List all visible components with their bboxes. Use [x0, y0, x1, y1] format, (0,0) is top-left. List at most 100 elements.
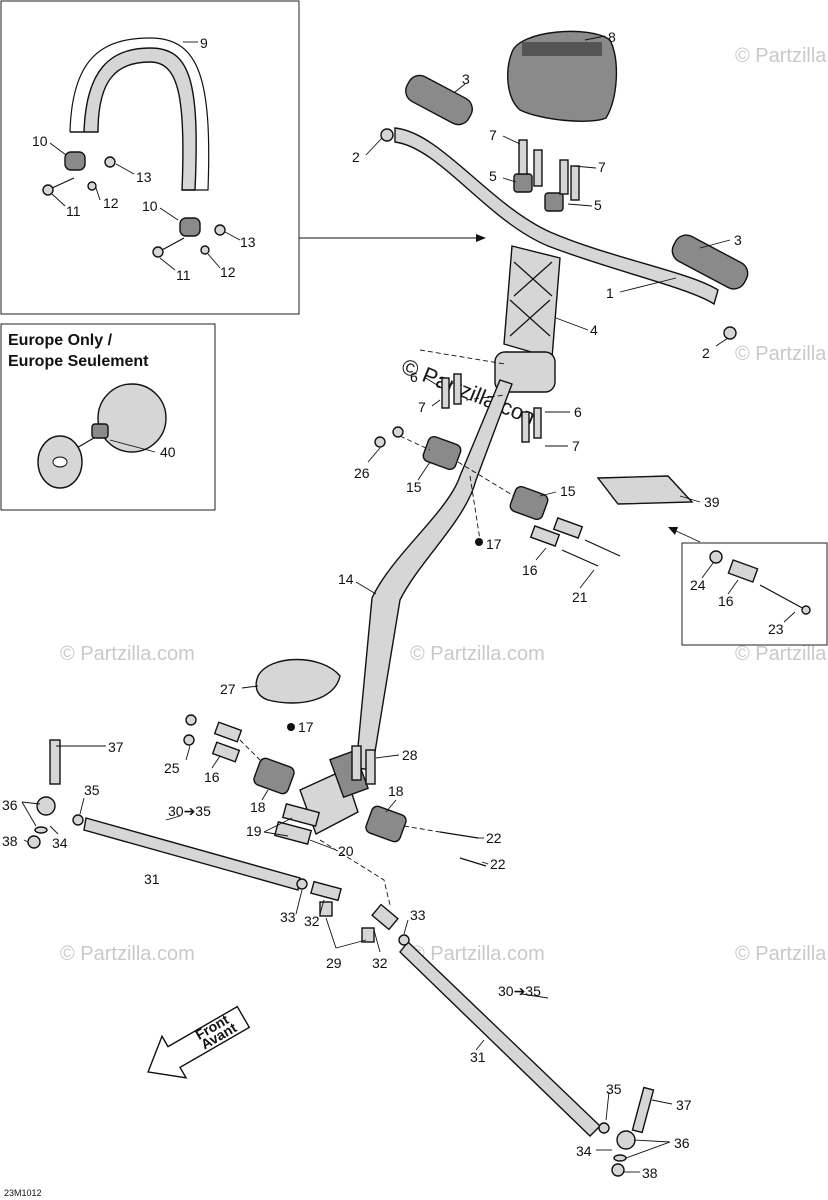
- callout-3: 3: [462, 71, 470, 87]
- guard-tube-outline: [69, 37, 210, 191]
- callout-38: 38: [642, 1165, 658, 1181]
- callout-33: 33: [410, 907, 426, 923]
- callout-29: 29: [326, 955, 342, 971]
- bolt-icon: [453, 373, 462, 405]
- spacer-icon: [529, 525, 561, 547]
- callout-30-35: 30➔35: [168, 803, 211, 819]
- callout-7: 7: [572, 438, 580, 454]
- watermark: © Partzilla.com: [735, 643, 828, 665]
- riser-truss: [509, 261, 553, 337]
- assembly-line: [419, 349, 506, 401]
- callout-32: 32: [372, 955, 388, 971]
- front-arrow-icon: [147, 1005, 251, 1079]
- bolt-head-icon: [801, 605, 811, 615]
- callout-8: 8: [608, 29, 616, 45]
- lubricant-drop-icon: [475, 538, 483, 546]
- horn-bulb-icon: [97, 383, 167, 453]
- callout-34: 34: [576, 1143, 592, 1159]
- nut-icon: [87, 181, 97, 191]
- bearing-block-icon: [365, 805, 407, 843]
- spacer-icon: [552, 517, 584, 539]
- callout-19: 19: [246, 823, 262, 839]
- callout-36: 36: [2, 797, 18, 813]
- callout-20: 20: [338, 843, 354, 859]
- watermark: © Partzilla.com: [60, 643, 195, 665]
- callout-27: 27: [220, 681, 236, 697]
- bolt-icon: [49, 739, 61, 785]
- tie-rod-right: [399, 940, 602, 1137]
- callout-6: 6: [410, 369, 418, 385]
- callout-32: 32: [304, 913, 320, 929]
- bolt-icon: [631, 1086, 655, 1134]
- riser-base: [494, 351, 556, 393]
- callout-33: 33: [280, 909, 296, 925]
- leader-lines: [21, 35, 731, 1173]
- europe-title-line2: Europe Seulement: [8, 353, 149, 370]
- bolt-shank: [584, 539, 621, 557]
- callout-17: 17: [486, 536, 502, 552]
- nut-icon: [598, 1122, 610, 1134]
- callout-39: 39: [704, 494, 720, 510]
- callout-34: 34: [52, 835, 68, 851]
- screw-shank: [161, 237, 185, 251]
- callout-30-35: 30➔35: [498, 983, 541, 999]
- bolt-shank: [459, 857, 487, 867]
- callout-38: 38: [2, 833, 18, 849]
- callout-18: 18: [388, 783, 404, 799]
- bearing-block-icon: [253, 757, 295, 795]
- leader-line: [159, 207, 179, 221]
- leader-line: [224, 231, 241, 241]
- callout-7: 7: [418, 399, 426, 415]
- callout-15: 15: [406, 479, 422, 495]
- callout-2: 2: [352, 149, 360, 165]
- callout-2: 2: [702, 345, 710, 361]
- bolt-icon: [351, 745, 362, 781]
- callout-6: 6: [574, 404, 582, 420]
- callout-11: 11: [66, 203, 81, 219]
- nut-icon: [200, 245, 210, 255]
- horn-bell-hole: [52, 456, 68, 468]
- lubricant-drop-icon: [287, 723, 295, 731]
- watermark: © Partzilla.com: [60, 943, 195, 965]
- callout-9: 9: [200, 35, 208, 51]
- callout-22: 22: [486, 830, 502, 846]
- spacer-icon: [211, 741, 241, 763]
- column-cover-icon: [255, 658, 341, 704]
- boot-icon: [361, 927, 375, 943]
- bolt-icon: [533, 149, 543, 187]
- washer-icon: [613, 1154, 627, 1162]
- callout-12: 12: [103, 195, 119, 211]
- europe-only-title: Europe Only / Europe Seulement: [8, 330, 148, 372]
- callout-10: 10: [32, 133, 48, 149]
- washer-icon: [104, 156, 116, 168]
- screw-icon: [42, 184, 54, 196]
- bolt-icon: [365, 749, 376, 785]
- bolt-icon: [570, 165, 580, 201]
- bar-clamp-icon: [544, 192, 564, 212]
- bolt-shank: [439, 831, 479, 839]
- leader-line: [783, 611, 796, 623]
- end-plug-icon: [723, 326, 737, 340]
- callout-37: 37: [108, 739, 124, 755]
- leader-line: [109, 439, 156, 453]
- watermark: © Partzilla.com: [735, 45, 828, 67]
- leader-line: [727, 579, 739, 595]
- callout-5: 5: [594, 197, 602, 213]
- nut-icon: [183, 734, 195, 746]
- callout-31: 31: [470, 1049, 486, 1065]
- callout-18: 18: [250, 799, 266, 815]
- nut-icon: [392, 426, 404, 438]
- bolt-icon: [533, 407, 542, 439]
- nut-icon: [72, 814, 84, 826]
- bushing-icon: [273, 820, 313, 846]
- watermark: © Partzilla.com: [410, 943, 545, 965]
- callout-16: 16: [204, 769, 220, 785]
- screw-icon: [152, 246, 164, 258]
- callout-40: 40: [160, 444, 176, 460]
- callout-21: 21: [572, 589, 588, 605]
- callout-7: 7: [598, 159, 606, 175]
- watermark: © Partzilla.com: [735, 343, 828, 365]
- tie-rod-left: [83, 817, 301, 891]
- spacer-icon: [213, 721, 243, 743]
